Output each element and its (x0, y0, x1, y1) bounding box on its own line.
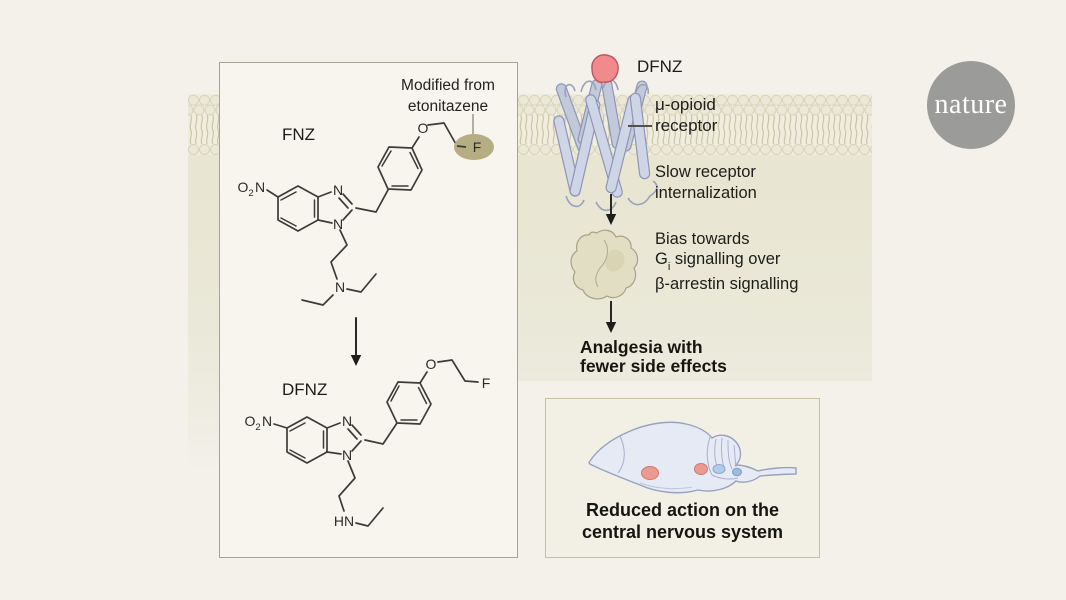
fnz-n3-label: N (333, 182, 343, 198)
bias-line1: Bias towards (655, 230, 750, 248)
bias-g: G (655, 249, 668, 268)
brain-blue-spot-1 (712, 464, 726, 474)
dfnz-no2-n-label: N (262, 413, 272, 429)
cns-caption-line1: Reduced action on the (585, 500, 780, 520)
internalization-line2: internalization (655, 183, 757, 202)
outcome-line1: Analgesia with (580, 337, 703, 357)
modified-note-line1: Modified from (401, 77, 495, 94)
brain-outline (588, 421, 797, 494)
bias-line2: Gi signalling over (655, 250, 798, 276)
mu-opioid-receptor-illustration (553, 78, 658, 212)
bias-line2-rest: signalling over (670, 249, 781, 268)
arrow-receptor-to-gprotein (605, 194, 617, 225)
receptor-label-line1: μ-opioid (655, 95, 716, 114)
fnz-o-label: O (418, 120, 429, 136)
bias-g-subscript: i (667, 260, 671, 273)
dfnz-n3-label: N (342, 413, 352, 429)
brain-illustration (588, 421, 797, 494)
arrow-gprotein-to-outcome (605, 301, 617, 333)
internalization-line1: Slow receptor (655, 163, 756, 181)
fnz-no2-sub-label: 2 (248, 188, 253, 199)
dfnz-label: DFNZ (282, 380, 328, 399)
fnz-no2-o-label: O (238, 179, 249, 195)
ligand-label: DFNZ (637, 57, 683, 76)
fnz-label: FNZ (282, 125, 316, 144)
receptor-pointer-line (628, 125, 652, 127)
nature-logo: nature (927, 61, 1015, 149)
dfnz-no2-sub-label: 2 (255, 422, 260, 433)
modified-note-line2: etonitazene (407, 98, 489, 115)
dfnz-no2-o-label: O (245, 413, 256, 429)
dfnz-o-label: O (426, 356, 437, 372)
receptor-label-line2: receptor (655, 116, 718, 135)
dfnz-structure (273, 359, 479, 527)
cns-caption: Reduced action on the central nervous sy… (545, 499, 820, 543)
fnz-n1-label: N (333, 216, 343, 232)
cns-caption-line2: central nervous system (581, 522, 784, 542)
g-protein-illustration (570, 229, 639, 300)
dfnz-hn-label: HN (334, 513, 354, 529)
fluorine-highlight (454, 134, 494, 160)
nature-logo-text: nature (934, 89, 1008, 120)
fnz-structure (266, 122, 467, 306)
arrow-fnz-to-dfnz (350, 317, 362, 366)
bias-line3: β-arrestin signalling (655, 275, 799, 294)
dfnz-ligand-icon (591, 54, 619, 84)
bias-text: Bias towards Gi signalling over β-arrest… (655, 230, 798, 295)
internalization-text: Slow receptor internalization (655, 162, 757, 203)
chemical-structures: O 2 N N N N O F O 2 N N N O F HN (238, 114, 494, 529)
brain-inner-lines (617, 435, 739, 490)
fnz-amine-n-label: N (335, 279, 345, 295)
brain-red-spot-2 (694, 463, 708, 475)
dfnz-n1-label: N (342, 447, 352, 463)
fnz-no2-n-label: N (255, 179, 265, 195)
fnz-f-label: F (473, 139, 482, 155)
outcome-line2: fewer side effects (580, 356, 727, 376)
brain-red-spot-1 (641, 466, 659, 480)
receptor-label: μ-opioid receptor (655, 94, 717, 136)
dfnz-f-label: F (482, 375, 491, 391)
modified-note: Modified from etonitazene (384, 75, 512, 117)
outcome-text: Analgesia with fewer side effects (580, 338, 727, 376)
brain-blue-spot-2 (732, 467, 742, 477)
